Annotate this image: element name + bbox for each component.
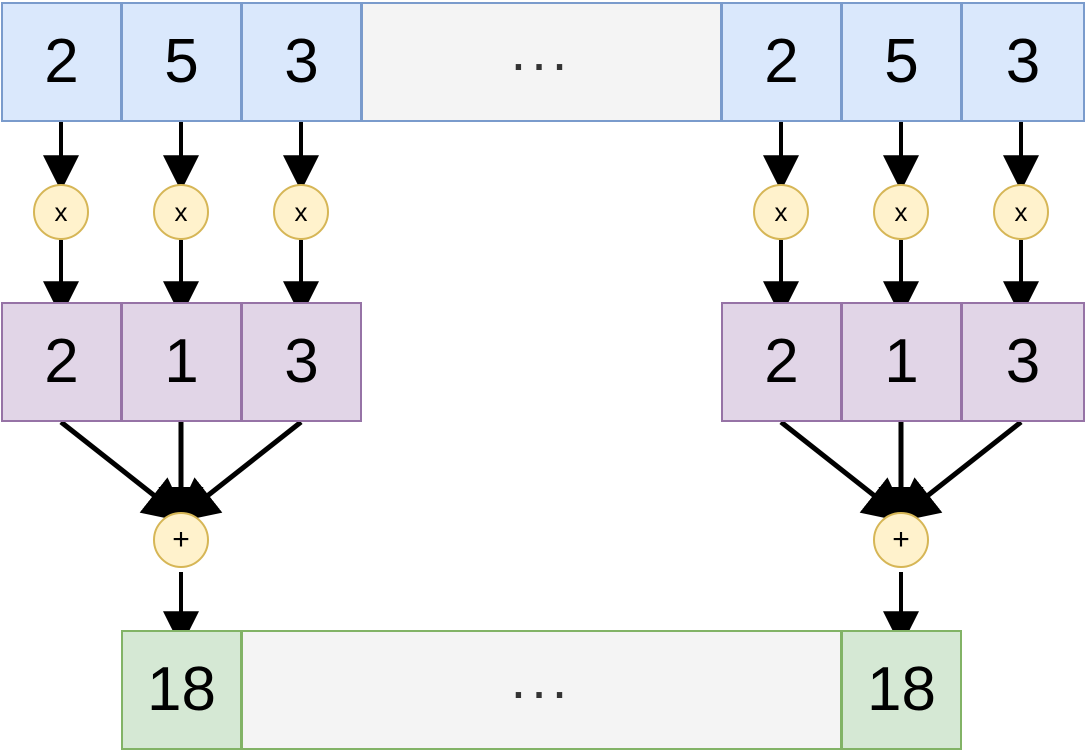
weight-cell-0[interactable]: 2 (1, 302, 122, 422)
multiply-node-2[interactable]: x (273, 184, 329, 240)
weight-cell-n1[interactable]: 1 (841, 302, 962, 422)
multiply-node-n2[interactable]: x (993, 184, 1049, 240)
input-cell-n0[interactable]: 2 (721, 2, 842, 122)
edge-weight-to-sum-right (779, 420, 1023, 533)
multiply-node-n1[interactable]: x (873, 184, 929, 240)
input-cell-0[interactable]: 2 (1, 2, 122, 122)
edge-input-to-multiply-right (763, 122, 1039, 192)
edge-weight-to-sum-left (59, 420, 303, 533)
multiply-node-1[interactable]: x (153, 184, 209, 240)
input-cell-2[interactable]: 3 (241, 2, 362, 122)
weight-cell-n0[interactable]: 2 (721, 302, 842, 422)
output-gap-cell: ... (241, 630, 842, 750)
edge-multiply-to-weight-left (43, 240, 319, 318)
multiply-node-n0[interactable]: x (753, 184, 809, 240)
input-gap-cell: ... (361, 2, 722, 122)
edge-multiply-to-weight-right (763, 240, 1039, 318)
output-cell-n[interactable]: 18 (841, 630, 962, 750)
edge-input-to-multiply-left (43, 122, 319, 192)
output-cell-0[interactable]: 18 (121, 630, 242, 750)
multiply-node-0[interactable]: x (33, 184, 89, 240)
output-ellipsis: ... (510, 646, 573, 710)
sum-node-right[interactable]: + (873, 512, 929, 568)
input-cell-n2[interactable]: 3 (961, 2, 1085, 122)
weight-cell-n2[interactable]: 3 (961, 302, 1085, 422)
input-cell-n1[interactable]: 5 (841, 2, 962, 122)
weight-cell-2[interactable]: 3 (241, 302, 362, 422)
input-cell-1[interactable]: 5 (121, 2, 242, 122)
input-ellipsis: ... (510, 18, 573, 82)
weight-cell-1[interactable]: 1 (121, 302, 242, 422)
sum-node-left[interactable]: + (153, 512, 209, 568)
